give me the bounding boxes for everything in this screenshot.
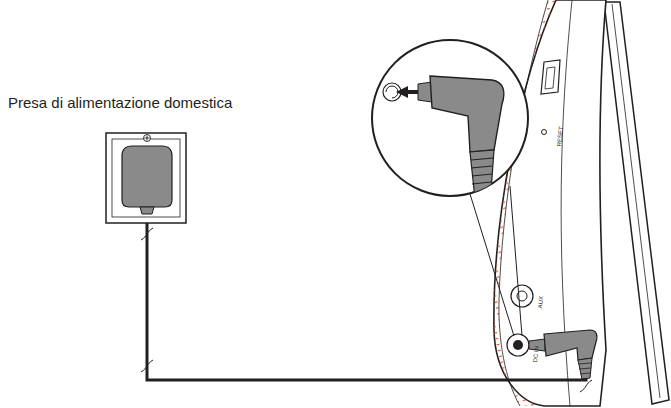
magnifier bbox=[372, 40, 528, 208]
outlet-label: Presa di alimentazione domestica bbox=[8, 94, 232, 111]
usb-port bbox=[541, 60, 560, 94]
wall-outlet bbox=[106, 133, 186, 223]
power-adapter bbox=[122, 135, 172, 215]
device-stand bbox=[604, 2, 669, 404]
port-label: AUX bbox=[537, 296, 545, 309]
dc-jack bbox=[507, 334, 529, 356]
aux-jack bbox=[511, 285, 533, 307]
device-body bbox=[494, 0, 606, 406]
magnifier-leader bbox=[470, 186, 522, 336]
cable-break bbox=[141, 228, 592, 392]
dc-plug bbox=[529, 330, 597, 379]
power-cable bbox=[147, 212, 586, 380]
reset-hole bbox=[542, 130, 547, 135]
